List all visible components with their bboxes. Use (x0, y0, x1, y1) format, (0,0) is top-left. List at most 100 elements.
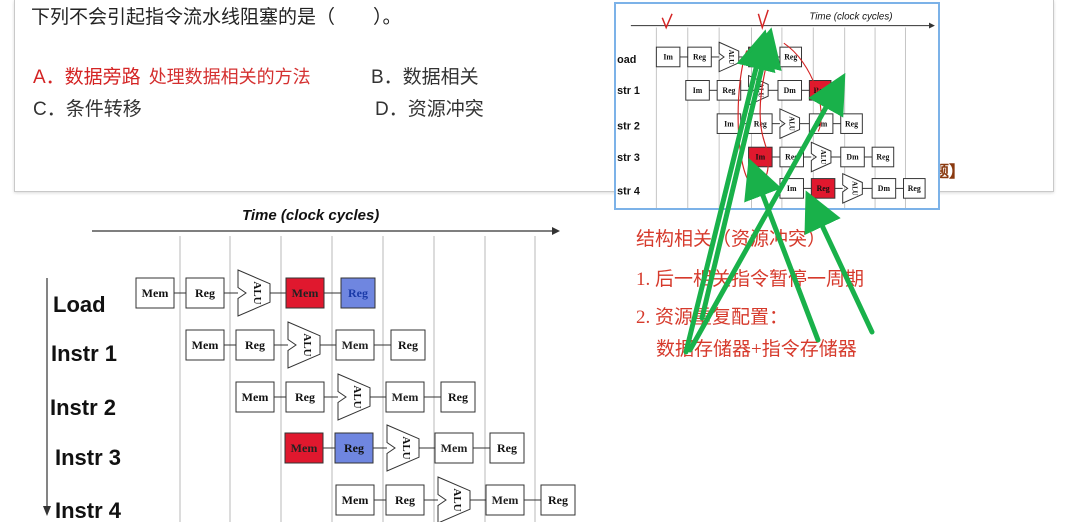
inset-reg-read-stage-text: Reg (817, 184, 830, 193)
reg-read-stage-text: Reg (344, 441, 364, 455)
reg-write-stage-rect (440, 381, 476, 413)
inset-alu-stage: ALU (842, 172, 863, 204)
dmem-stage-rect (434, 432, 474, 464)
reg-read-stage-text: Reg (245, 338, 265, 352)
imem-stage: Mem (284, 432, 324, 464)
inset-reg-read-stage: Reg (687, 46, 712, 68)
reg-write-stage-text: Reg (497, 441, 517, 455)
notes-item-3: 数据存储器+指令存储器 (656, 339, 857, 360)
reg-write-stage-rect (540, 484, 576, 516)
row-label-4: Instr 4 (55, 498, 122, 522)
inset-row-label-2: str 2 (617, 121, 640, 133)
inset-im-stage: Im (716, 113, 742, 134)
inset-time-axis-arrowhead (929, 22, 935, 29)
reg-read-stage-text: Reg (195, 286, 215, 300)
inset-dm-stage-rect (840, 146, 865, 168)
dmem-stage: Mem (285, 277, 325, 309)
inset-im-stage: Im (655, 46, 681, 68)
inset-dm-stage-text: Dm (754, 53, 767, 62)
dmem-stage-rect (335, 329, 375, 361)
time-axis-arrowhead (552, 227, 560, 235)
inset-reg-write-stage-text: Reg (908, 184, 921, 193)
imem-stage: Mem (335, 484, 375, 516)
reg-write-stage-rect (489, 432, 525, 464)
reg-read-stage-text: Reg (295, 390, 315, 404)
inset-im-stage-text: Im (663, 53, 673, 62)
dmem-stage-text: Mem (342, 338, 369, 352)
inset-im-stage: Im (779, 178, 804, 199)
inset-reg-write-stage: Reg (903, 178, 926, 199)
reg-read-stage-text: Reg (395, 493, 415, 507)
reg-read-stage-rect (385, 484, 425, 516)
dmem-stage: Mem (385, 381, 425, 413)
dmem-stage-rect (485, 484, 525, 516)
imem-stage: Mem (185, 329, 225, 361)
inset-dm-stage: Dm (777, 80, 803, 101)
inset-reg-read-stage: Reg (810, 178, 836, 199)
inset-reg-read-stage-text: Reg (722, 86, 735, 95)
alu-stage-text: ALU (351, 385, 363, 408)
alu-stage-shape (287, 321, 321, 369)
notes-item-1: 1. 后一相关指令暂停一周期 (636, 269, 865, 290)
inset-im-stage-text: Im (724, 119, 734, 128)
row-label-1: Instr 1 (51, 341, 117, 366)
imem-stage-text: Mem (192, 338, 219, 352)
dmem-stage-text: Mem (492, 493, 519, 507)
inset-alu-stage-text: ALU (788, 116, 795, 131)
notes-item-2: 2. 资源重复配置： (636, 307, 789, 328)
imem-stage-rect (335, 484, 375, 516)
alu-stage: ALU (437, 476, 471, 522)
instruction-axis-arrowhead (43, 506, 51, 516)
imem-stage-text: Mem (142, 286, 169, 300)
reg-read-stage: Reg (334, 432, 374, 464)
inset-reg-write-stage: Reg (840, 113, 863, 134)
imem-stage: Mem (135, 277, 175, 309)
option-d[interactable]: D．资源冲突 (375, 99, 484, 120)
reg-read-stage-rect (185, 277, 225, 309)
inset-alu-stage: ALU (810, 141, 832, 173)
inset-dm-stage-text: Dm (784, 86, 797, 95)
inset-alu-stage-shape (842, 172, 863, 204)
option-a[interactable]: A．数据旁路处理数据相关的方法 (33, 62, 311, 89)
inset-reg-read-stage: Reg (779, 146, 804, 168)
inset-reg-write-stage-rect (903, 178, 926, 199)
question-tag: 题】 (932, 164, 965, 181)
reg-read-stage-rect (235, 329, 275, 361)
inset-im-stage-text: Im (693, 86, 703, 95)
pipeline-row-3: Mem Reg ALU Mem Reg (284, 424, 525, 472)
inset-reg-write-stage-text: Reg (876, 153, 889, 162)
imem-stage: Mem (235, 381, 275, 413)
option-b[interactable]: B．数据相关 (371, 67, 479, 88)
inset-row-label-0: oad (617, 54, 636, 66)
dmem-stage: Mem (434, 432, 474, 464)
imem-stage-text: Mem (291, 441, 318, 455)
reg-read-stage: Reg (285, 381, 325, 413)
dmem-stage-rect (385, 381, 425, 413)
inset-pipeline-row-4: Im Reg ALU Dm Reg (779, 172, 926, 204)
reg-write-stage: Reg (489, 432, 525, 464)
alu-stage-shape (337, 373, 371, 421)
reg-write-stage-rect (390, 329, 426, 361)
imem-stage-rect (284, 432, 324, 464)
alu-stage: ALU (237, 269, 271, 317)
inset-alu-stage-text: ALU (850, 181, 857, 196)
inset-reg-write-stage-text: Reg (784, 53, 797, 62)
dmem-stage: Mem (485, 484, 525, 516)
inset-time-axis-label: Time (clock cycles) (809, 12, 892, 23)
inset-dm-stage: Dm (871, 178, 897, 199)
alu-stage: ALU (386, 424, 420, 472)
row-label-2: Instr 2 (50, 395, 116, 420)
reg-read-stage: Reg (235, 329, 275, 361)
reg-read-stage-rect (285, 381, 325, 413)
reg-read-stage: Reg (385, 484, 425, 516)
red-check-mark-1 (661, 13, 673, 30)
alu-stage-text: ALU (451, 488, 463, 511)
dmem-stage-text: Mem (392, 390, 419, 404)
option-c[interactable]: C．条件转移 (33, 99, 142, 120)
